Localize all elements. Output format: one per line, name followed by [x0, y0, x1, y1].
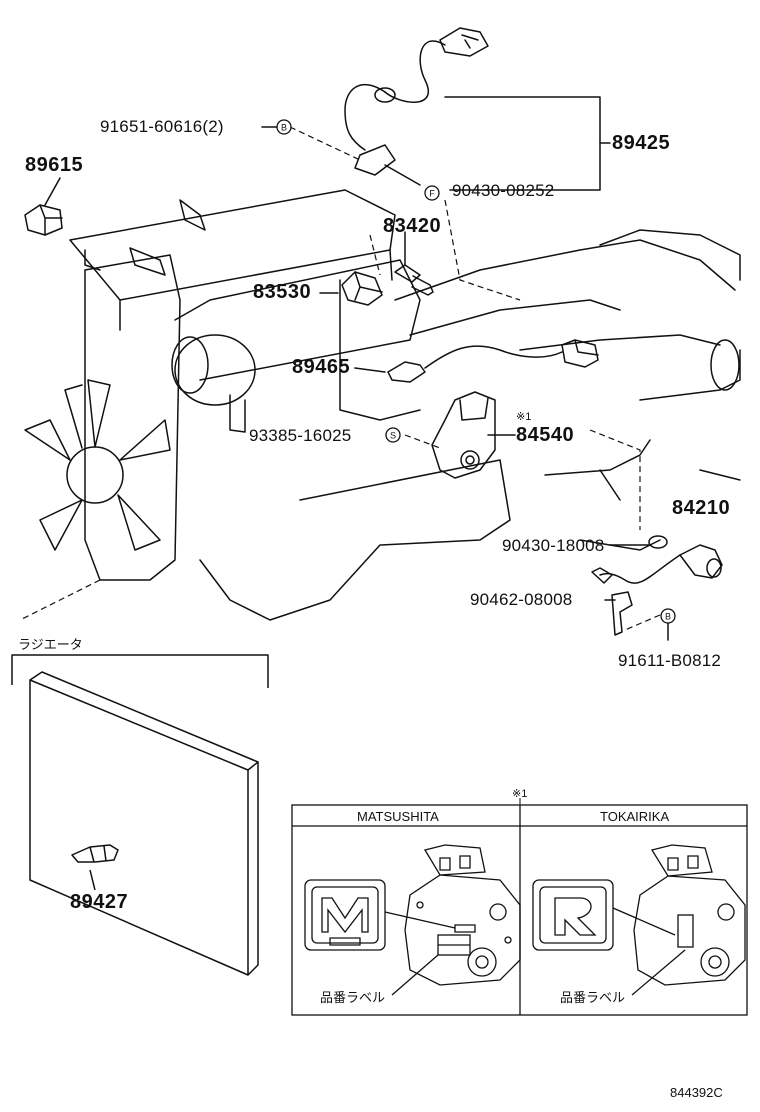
sensor-89425 — [344, 27, 489, 186]
callout-s1: S — [390, 431, 396, 441]
label-83420: 83420 — [383, 215, 442, 237]
tokairika-switch — [612, 844, 746, 986]
label-89427: 89427 — [70, 891, 129, 913]
sensor-83420 — [394, 264, 434, 296]
washer-90430-18008 — [648, 535, 668, 549]
sensor-89465 — [387, 339, 599, 383]
callout-circles — [276, 119, 676, 624]
radiator-bracket — [11, 654, 269, 688]
matsushita-logo — [304, 879, 386, 951]
bracket-90462 — [611, 591, 633, 636]
label-89425: 89425 — [612, 132, 671, 154]
label-90430-18008: 90430-18008 — [502, 536, 605, 555]
matsushita-switch — [384, 844, 521, 986]
label-90430-08252: 90430-08252 — [452, 181, 555, 200]
label-91611-B0812: 91611-B0812 — [618, 651, 722, 670]
sensor-83530 — [341, 271, 383, 306]
sensor-89427 — [71, 844, 119, 891]
label-84210: 84210 — [672, 497, 731, 519]
engine-block — [69, 189, 741, 621]
switch-84540 — [431, 391, 496, 479]
label-inset-mark: ※1 — [512, 788, 528, 800]
label-83530: 83530 — [253, 281, 312, 303]
reference-code: 844392C — [670, 1085, 723, 1100]
label-matsushita: MATSUSHITA — [357, 809, 439, 824]
label-part-number-label-a: 品番ラベル — [320, 990, 386, 1005]
tokairika-logo — [532, 879, 614, 951]
callout-f1: F — [429, 189, 435, 199]
sensor-89615 — [24, 204, 63, 236]
label-84540: 84540 — [516, 424, 575, 446]
label-90462-08008: 90462-08008 — [470, 590, 573, 609]
label-89615: 89615 — [25, 154, 84, 176]
radiator-panel — [29, 671, 259, 976]
callout-b1: B — [281, 123, 287, 133]
label-part-number-label-b: 品番ラベル — [560, 990, 626, 1005]
sensor-84210 — [591, 544, 723, 584]
label-tokairika: TOKAIRIKA — [600, 809, 670, 824]
label-93385-16025: 93385-16025 — [249, 426, 352, 445]
callout-b2: B — [665, 612, 671, 622]
label-91651-60616: 91651-60616(2) — [100, 117, 224, 136]
cooling-fan — [24, 379, 171, 551]
label-89465: 89465 — [292, 356, 351, 378]
label-radiator: ラジエータ — [18, 637, 83, 652]
label-note-mark: ※1 — [516, 411, 532, 423]
